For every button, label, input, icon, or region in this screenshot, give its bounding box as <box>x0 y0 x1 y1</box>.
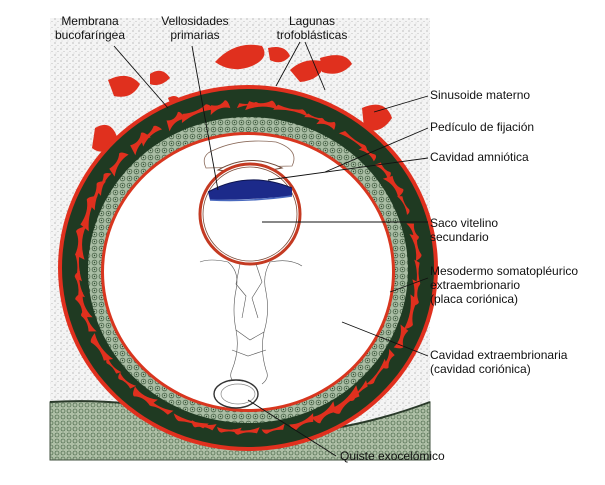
mesoderm-strands <box>199 259 303 385</box>
lacuna <box>358 146 377 162</box>
lacuna <box>411 279 420 307</box>
lacuna <box>366 358 388 385</box>
lacuna <box>181 104 215 124</box>
lacuna <box>166 111 186 132</box>
lacuna <box>80 195 98 232</box>
lacuna <box>148 398 174 415</box>
lacuna <box>118 372 137 389</box>
lacuna <box>311 401 336 424</box>
lacuna <box>273 104 308 117</box>
lacuna <box>88 181 106 211</box>
embryonic-disc <box>208 179 292 200</box>
lacuna <box>374 162 391 179</box>
chorionic-cavity <box>104 135 392 409</box>
lacuna <box>289 413 314 430</box>
lacuna <box>245 100 278 111</box>
label-membrana-bucofaringea: Membrana bucofaríngea <box>54 14 126 42</box>
lacuna <box>210 100 231 116</box>
lacuna <box>75 292 93 318</box>
connecting-stalk <box>203 140 295 169</box>
lacuna <box>328 385 360 414</box>
lacuna <box>232 427 260 435</box>
lacuna <box>74 226 87 260</box>
label-quiste-exocelomico: Quiste exocelómico <box>340 449 445 463</box>
label-vellosidades-primarias: Vellosidades primarias <box>161 14 229 42</box>
lacuna <box>109 152 129 177</box>
lacuna <box>96 172 112 196</box>
lacuna <box>173 413 209 429</box>
label-sinusoide-materno: Sinusoide materno <box>430 88 531 102</box>
lacuna <box>380 348 395 369</box>
lacuna <box>90 333 114 361</box>
lacuna <box>316 117 336 130</box>
lacuna <box>133 386 158 406</box>
leader-lines <box>113 41 429 457</box>
lacuna <box>393 324 409 349</box>
lacuna <box>304 113 325 124</box>
exocoelomic-cyst <box>213 379 259 409</box>
label-mesodermo: Mesodermo somatopléurico extraembrionari… <box>430 264 579 306</box>
lacuna <box>217 427 242 434</box>
label-cavidad-extraembrionaria: Cavidad extraembrionaria (cavidad corión… <box>430 348 568 376</box>
label-lagunas-trofoblasticas: Lagunas trofoblásticas <box>276 14 348 42</box>
label-pediculo-fijacion: Pedículo de fijación <box>430 120 535 134</box>
lacuna <box>338 131 368 154</box>
lacuna <box>409 234 422 262</box>
label-cavidad-amniotica: Cavidad amniótica <box>430 150 529 164</box>
lacuna <box>261 423 285 434</box>
lacuna <box>140 125 162 147</box>
lacuna <box>75 248 82 282</box>
lacuna <box>403 294 418 330</box>
lacuna <box>382 175 404 198</box>
lacuna <box>397 196 410 216</box>
label-saco-vitelino: Saco vitelino secundario <box>430 216 499 244</box>
trophoblastic-lacunae <box>74 100 422 435</box>
yolk-sac <box>198 162 302 266</box>
